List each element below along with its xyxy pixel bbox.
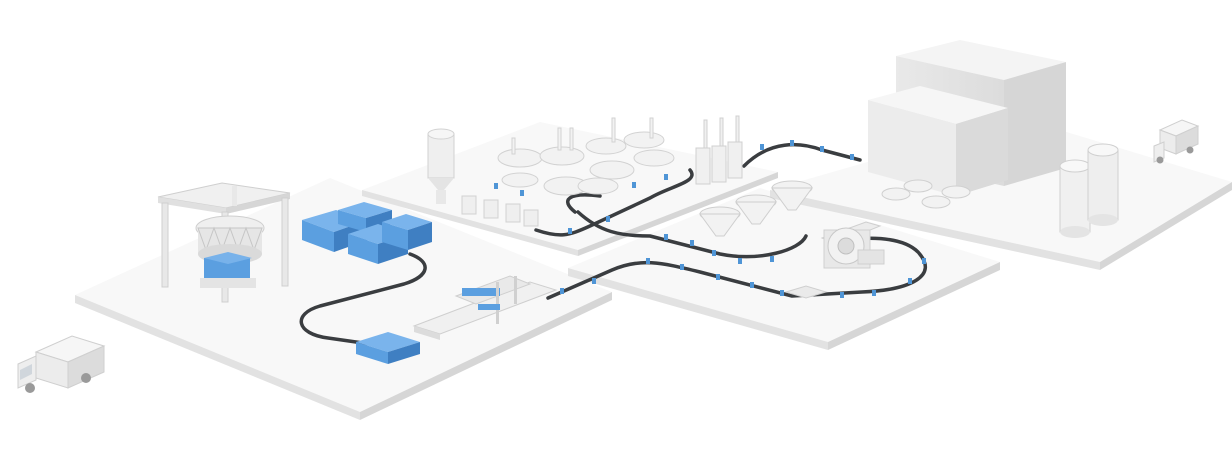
delivery-truck-right — [1153, 119, 1200, 164]
round-tanks — [881, 179, 971, 209]
small-containers — [461, 195, 539, 227]
pallet-output — [356, 332, 420, 364]
hopper-funnels — [699, 180, 813, 237]
pallet-stacks — [302, 202, 432, 364]
drum-winder — [784, 221, 885, 299]
palletizer — [412, 275, 558, 340]
dosing-columns — [695, 115, 743, 185]
storage-tanks — [1059, 143, 1119, 238]
bag-unloading-station — [157, 182, 291, 303]
silo — [427, 128, 455, 204]
conveyor-carriers — [494, 140, 926, 298]
platform-filling — [568, 188, 1000, 350]
mixing-vessels — [497, 117, 675, 196]
warehouse-building — [868, 40, 1066, 196]
delivery-truck-left — [17, 335, 106, 393]
